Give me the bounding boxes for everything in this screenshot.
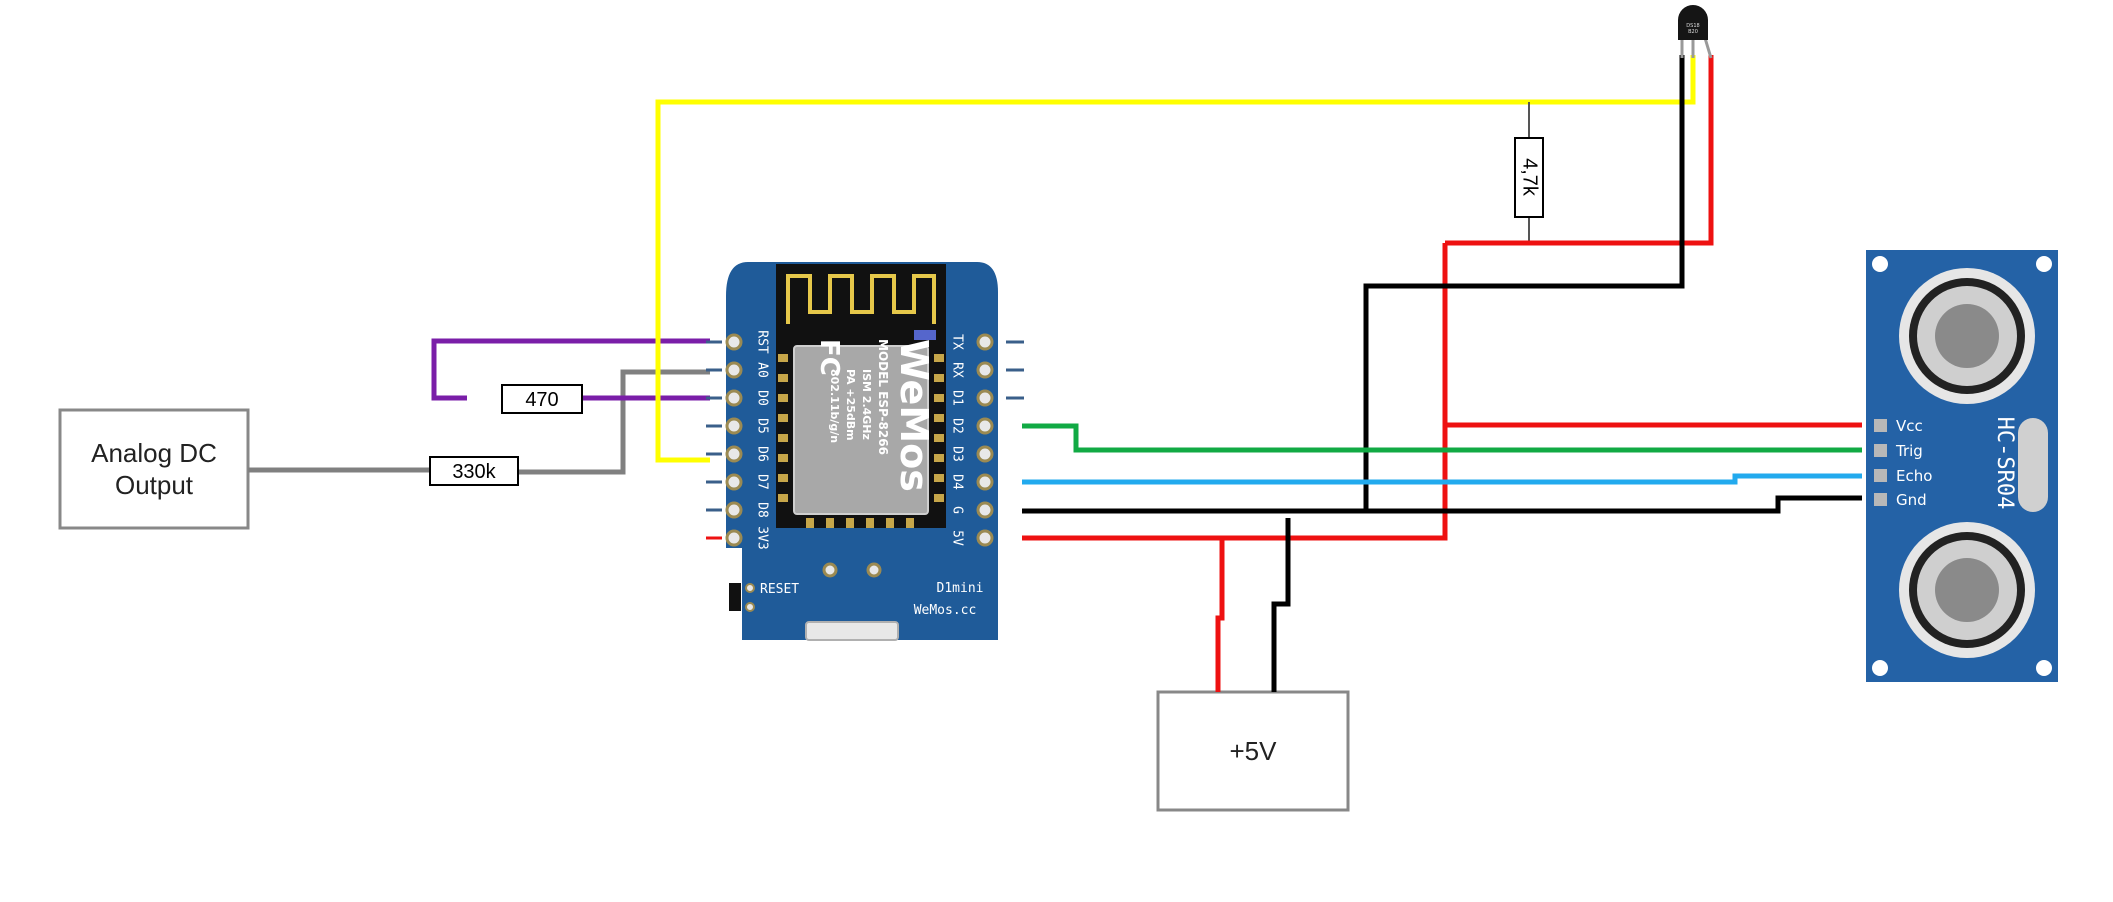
sensor-pin-echo: Echo [1896, 467, 1932, 485]
left-pin-pads [725, 333, 743, 547]
analog-box-line2: Output [115, 470, 194, 500]
pin-label-right: D1 [950, 390, 965, 406]
pin-label-right: RX [950, 362, 965, 378]
wire-green-trig [1022, 423, 1862, 453]
power-box-label: +5V [1230, 736, 1278, 766]
pin-label-right: D2 [950, 418, 965, 434]
pin-label-left: 3V3 [755, 526, 770, 549]
right-pin-stubs [1006, 340, 1024, 400]
sensor-pins [1874, 419, 1887, 506]
module-ism: ISM 2.4GHz [860, 369, 873, 440]
resistor-330k: 330k [429, 456, 519, 486]
resistor-470: 470 [501, 384, 583, 414]
hc-sr04-sensor: HC-SR04 Vcc Trig Echo Gnd [1866, 250, 2058, 682]
reset-label: RESET [760, 582, 799, 597]
sensor-name: HC-SR04 [1992, 417, 2017, 510]
antenna-area [776, 264, 946, 328]
wire-blue-echo [1022, 473, 1862, 485]
module-wifi: 802.11b/g/n [828, 369, 841, 443]
wire-black-psu [1271, 518, 1291, 692]
pin-label-left: D5 [755, 418, 770, 434]
resistor-330k-label: 330k [452, 461, 496, 483]
board-name: D1mini [937, 581, 984, 596]
antenna-trace [786, 274, 936, 324]
led-indicator [914, 330, 936, 340]
module-pads [778, 354, 944, 528]
crystal [2018, 418, 2048, 512]
module-fcc: FC [814, 339, 844, 376]
power-supply-box: +5V [1156, 690, 1350, 812]
transducer-bottom [1899, 522, 2035, 658]
resistor-4k7: 4,7k [1514, 137, 1544, 218]
wire-red-5v [1022, 243, 1448, 541]
board-hole-1 [822, 562, 838, 578]
temperature-sensor: DS18 B20 [1678, 5, 1713, 59]
pin-label-left: D8 [755, 502, 770, 518]
right-pin-labels: TX RX D1 D2 D3 D4 G 5V [950, 334, 965, 546]
resistor-4k7-label: 4,7k [1519, 158, 1541, 197]
pin-label-left: RST [755, 330, 770, 354]
temp-sensor-marking-1: DS18 [1686, 23, 1699, 29]
analog-dc-output-box: Analog DC Output [58, 408, 250, 530]
module-brand: WeMos [892, 339, 936, 492]
pin-label-right: TX [950, 334, 965, 350]
wire-black-g [1022, 495, 1862, 514]
wire-red-psu [1215, 538, 1225, 692]
reset-button [729, 583, 741, 611]
reset-pad-2 [745, 602, 755, 612]
wire-330k-to-a0 [518, 369, 710, 475]
pin-label-left: A0 [755, 362, 770, 378]
left-pin-stubs [706, 340, 722, 540]
usb-connector [805, 621, 899, 641]
resistor-470-label: 470 [525, 389, 558, 411]
transducer-top [1899, 268, 2035, 404]
pin-label-left: D0 [755, 390, 770, 406]
pin-label-right: D4 [950, 474, 965, 490]
temp-sensor-marking-2: B20 [1688, 29, 1698, 35]
wemos-d1-mini-board: WeMos MODEL ESP-8266 ISM 2.4GHz PA +25dB… [706, 262, 1024, 641]
left-pin-labels: RST A0 D0 D5 D6 D7 D8 3V3 [755, 330, 770, 549]
sensor-pin-trig: Trig [1895, 442, 1923, 460]
pin-label-left: D7 [755, 474, 770, 490]
wire-red-temp-vcc [1445, 55, 1714, 246]
pin-label-right: G [950, 506, 965, 514]
pin-label-right: D3 [950, 446, 965, 462]
wire-rst-loop [431, 338, 710, 401]
sensor-pin-vcc: Vcc [1896, 417, 1923, 435]
module-model: MODEL ESP-8266 [876, 339, 890, 455]
sensor-pin-gnd: Gnd [1896, 491, 1927, 509]
module-shield [793, 345, 929, 515]
pin-label-left: D6 [755, 446, 770, 462]
right-pin-pads [976, 333, 994, 547]
analog-box-line1: Analog DC [91, 438, 217, 468]
wire-yellow-d6-temp [655, 55, 1696, 463]
reset-pad [745, 583, 755, 593]
wire-black-temp-gnd [1363, 55, 1685, 511]
board-hole-2 [866, 562, 882, 578]
module-pa: PA +25dBm [844, 369, 857, 441]
module-text: WeMos MODEL ESP-8266 ISM 2.4GHz PA +25dB… [814, 339, 936, 492]
board-brand-url: WeMos.cc [914, 603, 977, 618]
pin-label-right: 5V [950, 530, 965, 546]
